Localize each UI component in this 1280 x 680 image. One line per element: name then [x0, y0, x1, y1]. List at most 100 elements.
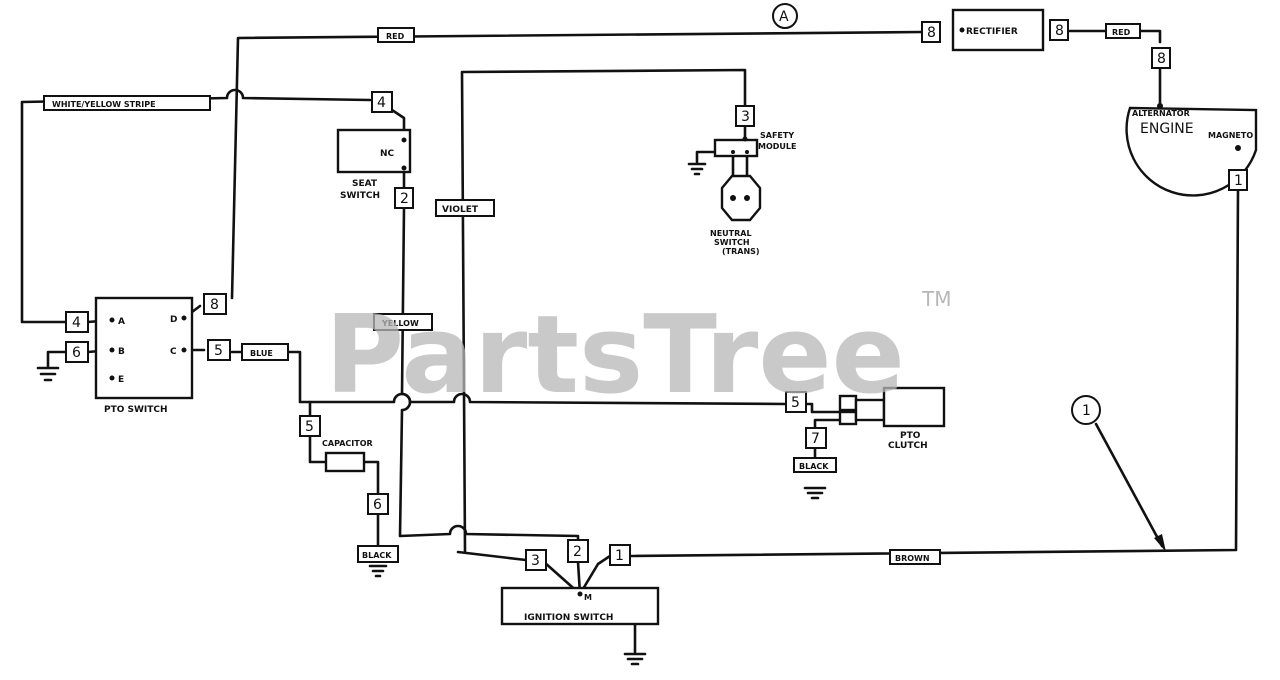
- ground-icon: [803, 486, 827, 500]
- wire-ign-3: [456, 550, 528, 562]
- wire-number: 5: [791, 395, 800, 411]
- wire-number: 8: [1157, 51, 1166, 67]
- wire-number: 8: [927, 25, 936, 41]
- ground-icon: [36, 366, 60, 382]
- wire-brown: [626, 188, 1240, 558]
- wire-number: 6: [72, 345, 81, 361]
- callout-1: 1: [1082, 403, 1091, 419]
- safety-module-label-2: MODULE: [758, 142, 796, 151]
- wire-label-black: BLACK: [799, 462, 829, 471]
- ground-icon: [623, 652, 647, 666]
- engine-label: ENGINE: [1140, 121, 1194, 137]
- ignition-terminal-m: M: [584, 593, 592, 602]
- seat-switch-contact: NC: [380, 149, 395, 159]
- wire-number: 5: [305, 419, 314, 435]
- magneto-terminal: [1235, 145, 1241, 151]
- wire-label-white-yellow: WHITE/YELLOW STRIPE: [52, 100, 156, 109]
- wire-number: 7: [811, 431, 820, 447]
- wire-cap-right: [362, 460, 380, 496]
- wire-blue: [230, 350, 788, 406]
- wire-pto-ground: [46, 350, 72, 368]
- rectifier-label: RECTIFIER: [966, 27, 1018, 37]
- wire-label-red: RED: [1112, 28, 1131, 37]
- rectifier-box: [951, 8, 1045, 52]
- pto-terminal-e: E: [118, 375, 124, 385]
- neutral-switch-body: [720, 174, 762, 222]
- callout-1-circle: [1071, 395, 1101, 425]
- wire-label-blue: BLUE: [250, 349, 273, 358]
- wire-cap-left: [308, 434, 328, 464]
- pto-terminal-b: B: [118, 347, 125, 357]
- alternator-label: ALTERNATOR: [1132, 109, 1190, 118]
- wire-number: 1: [1234, 173, 1243, 189]
- pto-switch-box: [94, 296, 194, 400]
- safety-module-label-1: SAFETY: [760, 131, 794, 140]
- safety-module-box: [713, 138, 759, 158]
- pto-clutch-label-2: CLUTCH: [888, 441, 928, 451]
- watermark-brand: PartsTree: [325, 293, 905, 418]
- safety-terminal: [731, 150, 735, 154]
- wire-red-top: [230, 30, 924, 300]
- seat-switch-label-1: SEAT: [352, 179, 378, 189]
- capacitor-label: CAPACITOR: [322, 439, 373, 448]
- wire-white-yellow: [20, 88, 372, 324]
- ground-icon: [368, 564, 388, 578]
- callout-a: A: [779, 9, 789, 25]
- wire-number: 4: [72, 315, 81, 331]
- safety-terminal-top: [742, 136, 748, 142]
- watermark-trademark: TM: [921, 287, 951, 311]
- neutral-terminal: [744, 195, 750, 201]
- capacitor-body: [324, 451, 366, 473]
- wire-number: 6: [373, 497, 382, 513]
- neutral-switch-label-1: NEUTRAL: [710, 229, 752, 238]
- wire-number: 8: [210, 297, 219, 313]
- wire-number: 8: [1055, 23, 1064, 39]
- callout-leader: [1094, 422, 1164, 548]
- pto-terminal-d: D: [170, 315, 177, 325]
- wire-violet: [460, 68, 747, 554]
- magneto-label: MAGNETO: [1208, 131, 1253, 140]
- wire-number: 3: [741, 109, 750, 125]
- wire-safety-ground: [695, 150, 717, 164]
- pto-terminal-c: C: [170, 347, 177, 357]
- wire-ign-1: [542, 554, 612, 596]
- ground-icon: [687, 162, 707, 176]
- wire-red-right: [1066, 29, 1162, 44]
- seat-switch-box: [336, 128, 412, 174]
- seat-switch-label-2: SWITCH: [340, 191, 380, 201]
- ground-symbols: [36, 162, 827, 666]
- wire-clutch-in: [803, 402, 844, 414]
- wire-number: 5: [214, 343, 223, 359]
- pto-clutch-label-1: PTO: [900, 431, 921, 441]
- wire-neutral: [731, 152, 749, 180]
- seat-terminal-bottom: [401, 165, 407, 171]
- wire-clutch-ground: [813, 418, 842, 432]
- engine-body: [1125, 106, 1258, 197]
- neutral-terminal: [730, 195, 736, 201]
- wire-color-labels: RED RED WHITE/YELLOW STRIPE VIOLET YELLO…: [43, 23, 1141, 565]
- pto-switch-label: PTO SWITCH: [104, 405, 168, 415]
- wire-label-red: RED: [386, 32, 405, 41]
- safety-terminal: [745, 150, 749, 154]
- wire-number: 4: [377, 95, 386, 111]
- neutral-switch-label-2: SWITCH: [714, 238, 750, 247]
- wire-number-tags: 8 8 8 1 4 2 3 4 6 8 5 5 6 5 7 3 2 1: [65, 19, 1248, 571]
- wire-label-black: BLACK: [362, 551, 392, 560]
- wire-number: 2: [573, 544, 582, 560]
- pto-clutch-body: [882, 386, 946, 428]
- callout-a-circle: [772, 3, 798, 29]
- seat-terminal-top: [401, 137, 407, 143]
- wire-label-brown: BROWN: [895, 554, 930, 563]
- wire-number: 3: [531, 553, 540, 569]
- callout-arrow-head: [1154, 534, 1166, 552]
- alternator-terminal: [1157, 103, 1163, 109]
- wire-number: 1: [615, 548, 624, 564]
- wire-number: 2: [400, 191, 409, 207]
- rectifier-terminal: [959, 27, 965, 33]
- pto-terminal-a: A: [118, 317, 125, 327]
- wire-label-yellow: YELLOW: [381, 319, 419, 328]
- neutral-switch-label-3: (TRANS): [722, 247, 760, 256]
- wire-label-violet: VIOLET: [442, 205, 479, 215]
- ignition-switch-label: IGNITION SWITCH: [524, 613, 613, 623]
